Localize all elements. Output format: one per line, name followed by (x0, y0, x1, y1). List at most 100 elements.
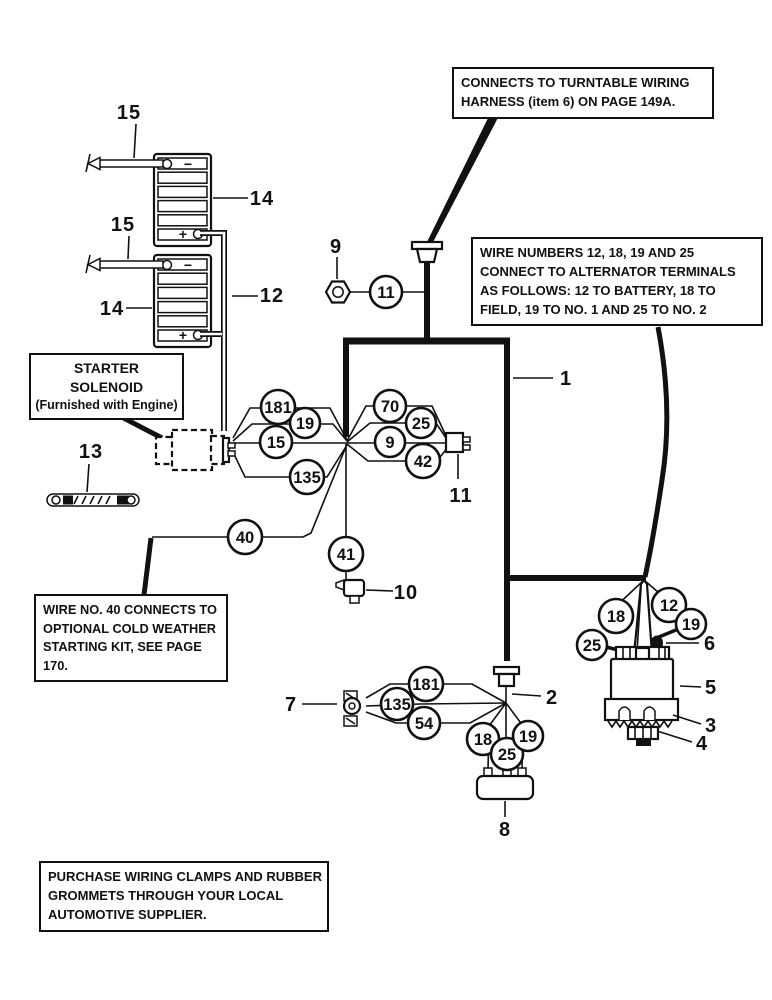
label-12: 12 (260, 285, 284, 307)
svg-text:25: 25 (412, 415, 430, 433)
label-11: 11 (449, 485, 472, 507)
label-9: 9 (330, 236, 342, 258)
wire-tag-9-hub: 9 (373, 425, 407, 459)
svg-text:25: 25 (583, 637, 601, 655)
note-line: AS FOLLOWS: 12 TO BATTERY, 18 TO (480, 282, 716, 298)
wire-tag-25-hub: 25 (404, 406, 438, 440)
label-15-bottom: 15 (111, 214, 135, 236)
connector-10 (335, 578, 394, 604)
turntable-note-leader (425, 112, 501, 246)
turntable-harness-connector (410, 240, 444, 264)
label-3: 3 (705, 715, 717, 737)
svg-text:135: 135 (383, 696, 411, 714)
solenoid-terminal (227, 442, 236, 449)
label-5: 5 (705, 677, 717, 699)
wire-tag-19-hub: 19 (288, 406, 322, 440)
note-purchase-supplies: PURCHASE WIRING CLAMPS AND RUBBER GROMME… (39, 861, 329, 932)
battery-neg-terminal (161, 158, 173, 170)
svg-text:181: 181 (412, 676, 440, 694)
note-line: PURCHASE WIRING CLAMPS AND RUBBER (48, 869, 322, 884)
battery-positive-sign: + (179, 226, 187, 242)
note-starter-solenoid: STARTER SOLENOID (Furnished with Engine) (29, 353, 184, 420)
wire-tag-12-switch: 12 (650, 586, 688, 624)
wire-tag-54-lower: 54 (406, 705, 442, 741)
battery-cable-12 (200, 230, 227, 431)
label-10: 10 (394, 582, 418, 604)
wire-tag-181-hub: 181 (259, 388, 297, 426)
note-line: WIRE NUMBERS 12, 18, 19 AND 25 (480, 245, 695, 260)
starter-solenoid (154, 428, 236, 472)
ground-cable-top (85, 153, 164, 173)
note-line: OPTIONAL COLD WEATHER (43, 620, 216, 636)
note-line: CONNECTS TO TURNTABLE WIRING (461, 75, 690, 90)
label-14-bottom: 14 (100, 298, 124, 320)
battery-negative-sign: − (184, 156, 192, 172)
svg-text:19: 19 (296, 415, 314, 433)
note-line: (Furnished with Engine) (35, 397, 178, 412)
battery-bottom: − + (152, 253, 213, 349)
svg-text:18: 18 (474, 731, 492, 749)
wire-tag-181-lower: 181 (407, 665, 445, 703)
svg-text:18: 18 (607, 608, 625, 626)
svg-text:9: 9 (385, 434, 394, 452)
label-7: 7 (285, 694, 297, 716)
ignition-switch (603, 578, 702, 746)
note-line: GROMMETS THROUGH YOUR LOCAL (48, 887, 284, 903)
label-2: 2 (546, 687, 558, 709)
connector-2 (492, 665, 542, 697)
note-line: HARNESS (item 6) ON PAGE 149A. (461, 93, 676, 109)
note-alternator-wires: WIRE NUMBERS 12, 18, 19 AND 25 CONNECT T… (471, 237, 763, 327)
part-labels: 15 14 15 14 12 9 1 13 11 10 2 7 8 6 5 3 … (79, 102, 717, 841)
label-15-top: 15 (117, 102, 141, 124)
battery-neg-terminal (161, 259, 173, 271)
label-1: 1 (560, 368, 572, 390)
wire-tag-135-lower: 135 (379, 686, 415, 722)
switch-bottom-nub (636, 739, 651, 746)
wire-tag-42-hub: 42 (404, 442, 442, 480)
svg-text:70: 70 (381, 398, 399, 416)
battery-positive-sign: + (179, 327, 187, 343)
note-turntable-harness: CONNECTS TO TURNTABLE WIRING HARNESS (it… (452, 67, 714, 119)
svg-text:12: 12 (660, 597, 678, 615)
wire-tag-41: 41 (327, 535, 365, 573)
cold-weather-note-leader (141, 537, 154, 596)
wire-tag-19-lower: 19 (511, 719, 545, 753)
wire-tag-25-switch: 25 (575, 628, 609, 662)
wire-tag-40: 40 (226, 518, 264, 556)
battery-negative-sign: − (184, 257, 192, 273)
solenoid-terminal (227, 450, 236, 457)
note-line: AUTOMOTIVE SUPPLIER. (48, 906, 207, 922)
wire-tag-15-hub: 15 (258, 424, 294, 460)
wire-tag-135-hub: 135 (288, 458, 326, 496)
svg-text:135: 135 (293, 469, 321, 487)
svg-text:19: 19 (682, 616, 700, 634)
wire-tag-25-lower: 25 (489, 736, 525, 772)
svg-text:54: 54 (415, 715, 434, 733)
note-line: STARTING KIT, SEE PAGE (43, 639, 202, 655)
note-cold-weather-kit: WIRE NO. 40 CONNECTS TO OPTIONAL COLD WE… (34, 594, 228, 683)
wire-tag-11-nut: 11 (368, 274, 404, 310)
svg-text:19: 19 (519, 728, 537, 746)
connector-7 (302, 690, 362, 727)
wire-tag-18-switch: 18 (597, 597, 635, 635)
label-6: 6 (704, 633, 716, 655)
note-line: STARTER (73, 360, 140, 376)
note-line: 170. (43, 657, 68, 673)
note-line: WIRE NO. 40 CONNECTS TO (43, 602, 217, 617)
svg-text:15: 15 (267, 434, 285, 452)
wire-tag-70-hub: 70 (372, 388, 408, 424)
connector-8 (475, 767, 535, 817)
label-4: 4 (696, 733, 708, 755)
svg-text:11: 11 (377, 284, 394, 302)
hex-nut-9 (324, 257, 425, 304)
wire-tag-19-switch: 19 (674, 607, 708, 641)
ground-cable-bottom (85, 254, 164, 274)
label-8: 8 (499, 819, 511, 841)
svg-text:42: 42 (414, 453, 432, 471)
label-13: 13 (79, 441, 103, 463)
note-line: SOLENOID (69, 378, 144, 395)
svg-text:25: 25 (498, 746, 516, 764)
battery-top: − + (152, 152, 213, 248)
note-line: CONNECT TO ALTERNATOR TERMINALS (480, 263, 736, 279)
svg-text:181: 181 (264, 399, 292, 417)
